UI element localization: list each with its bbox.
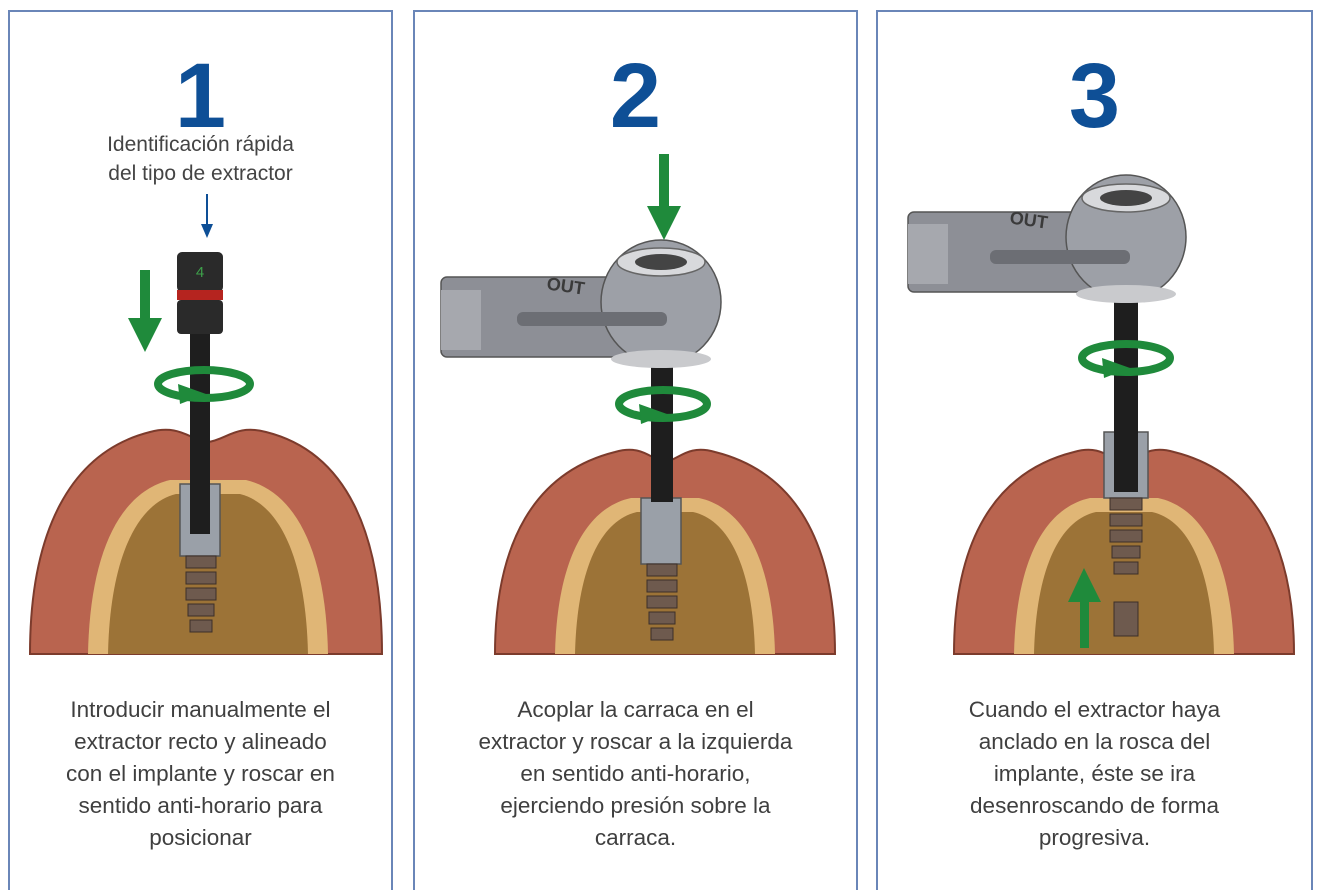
- step-3-illustration: OUT: [907, 174, 1296, 655]
- implant: [640, 497, 682, 641]
- pointer-arrow-icon: [201, 194, 213, 238]
- rotation-arrow-icon: [1078, 340, 1174, 378]
- step-3-description-line: implante, éste se ira: [993, 761, 1196, 786]
- down-arrow-icon: [128, 270, 162, 352]
- step-1-subtitle-line: del tipo de extractor: [108, 162, 293, 185]
- rotation-arrow-icon: [615, 386, 711, 424]
- step-3-panel: 3 OUT: [876, 10, 1313, 890]
- step-2-description-line: extractor y roscar a la izquierda: [478, 729, 793, 754]
- down-arrow-icon: [647, 154, 681, 240]
- step-3-number: 3: [1068, 45, 1121, 147]
- ratchet: [907, 174, 1187, 303]
- step-2-illustration: OUT: [440, 154, 837, 655]
- step-3-description-line: anclado en la rosca del: [978, 729, 1211, 754]
- step-3-description: Cuando el extractor haya anclado en la r…: [878, 694, 1311, 854]
- step-2-number: 2: [609, 45, 662, 147]
- step-2-description-line: Acoplar la carraca en el: [517, 697, 754, 722]
- step-2-description-line: en sentido anti-horario,: [520, 761, 751, 786]
- ratchet: [440, 239, 722, 368]
- step-1-panel: 1 Identificación rápida del tipo de extr…: [8, 10, 393, 890]
- step-1-description-line: posicionar: [149, 825, 252, 850]
- extractor: [177, 252, 223, 534]
- extractor-size-label: 4: [196, 264, 204, 281]
- extractor: [1114, 302, 1138, 492]
- step-1-subtitle: Identificación rápida del tipo de extrac…: [10, 130, 391, 188]
- step-3-description-line: progresiva.: [1038, 825, 1151, 850]
- step-3-description-line: Cuando el extractor haya: [968, 697, 1221, 722]
- up-arrow-icon: [1068, 568, 1101, 648]
- step-2-description-line: ejerciendo presión sobre la: [500, 793, 771, 818]
- step-2-description-line: carraca.: [594, 825, 677, 850]
- extractor: [651, 352, 673, 502]
- step-3-description-line: desenroscando de forma: [970, 793, 1219, 818]
- rotation-arrow-icon: [154, 366, 254, 404]
- step-1-number: 1: [174, 45, 227, 147]
- step-1-description-line: sentido anti-horario para: [78, 793, 323, 818]
- step-1-illustration: 4: [28, 194, 384, 655]
- step-1-subtitle-line: Identificación rápida: [107, 133, 294, 156]
- step-1-description-line: extractor recto y alineado: [74, 729, 327, 754]
- step-1-description-line: Introducir manualmente el: [70, 697, 331, 722]
- step-2-description: Acoplar la carraca en el extractor y ros…: [415, 694, 856, 854]
- step-1-description: Introducir manualmente el extractor rect…: [10, 694, 391, 854]
- step-2-panel: 2 OUT: [413, 10, 858, 890]
- step-1-description-line: con el implante y roscar en: [66, 761, 335, 786]
